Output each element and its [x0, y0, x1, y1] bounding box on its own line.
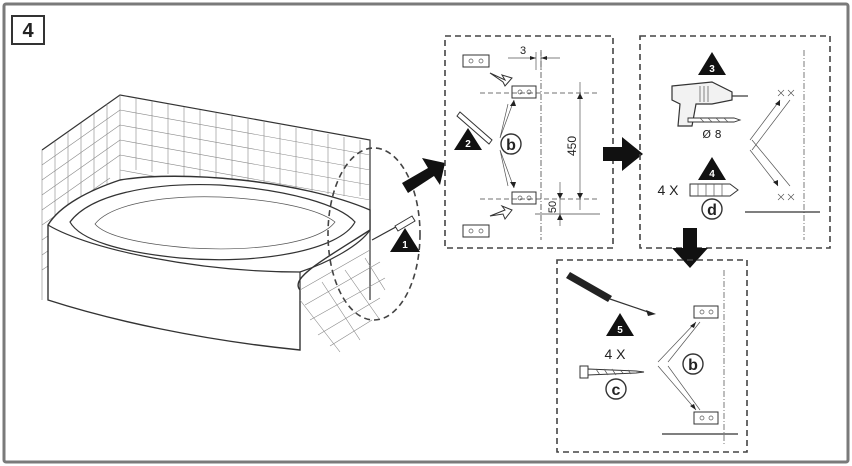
hollow-arrow-top — [489, 72, 513, 87]
dimension-bottom: 50 — [547, 201, 559, 213]
part-label-d: d — [707, 202, 717, 219]
step-number-box — [11, 15, 45, 45]
svg-text:4: 4 — [709, 169, 715, 180]
svg-text:1: 1 — [402, 240, 408, 251]
screwdriver-icon — [566, 272, 656, 316]
detail-ellipse — [327, 147, 421, 321]
bracket-upper — [511, 85, 537, 99]
svg-text:2: 2 — [465, 139, 471, 150]
bracket-sample-bottom — [462, 224, 490, 238]
bracket-fixed-upper — [693, 305, 719, 319]
bracket-lower — [511, 191, 537, 205]
screw-panel: 5 4 X c b — [566, 270, 738, 445]
part-label-b: b — [506, 137, 516, 154]
marker-5 — [606, 313, 634, 336]
part-label-c: c — [612, 382, 621, 399]
detail-panel-measure — [444, 35, 614, 249]
screw-quantity: 4 X — [604, 346, 626, 362]
marker-3 — [698, 52, 726, 75]
dowel-quantity: 4 X — [657, 182, 679, 198]
pencil-icon — [456, 111, 493, 145]
drill-icon — [671, 81, 748, 127]
dimension-offset: 3 — [520, 45, 526, 57]
wall-hole-marks — [745, 50, 820, 240]
dimension-height: 450 — [565, 136, 579, 156]
detail-panel-drill — [639, 35, 831, 249]
marker-2 — [454, 128, 482, 150]
svg-text:5: 5 — [617, 325, 623, 336]
bathtub-illustration — [41, 94, 416, 353]
part-label-b-circle — [500, 133, 522, 155]
detail-panel-screw — [556, 259, 748, 453]
drill-bit-icon — [687, 117, 742, 123]
screw-icon — [579, 365, 645, 379]
measure-panel: 3 450 50 2 b — [454, 45, 600, 240]
flow-arrow-3 — [672, 228, 708, 268]
bracket-sample-top — [462, 54, 490, 68]
part-label-b2-circle — [682, 353, 704, 375]
hollow-arrow-bottom — [489, 204, 513, 220]
tub-basin — [69, 183, 356, 261]
bracket-fixed-lower — [693, 411, 719, 425]
part-label-b2: b — [688, 357, 698, 374]
svg-text:3: 3 — [709, 64, 715, 75]
flow-arrow-1 — [402, 158, 445, 193]
part-label-c-circle — [605, 378, 627, 400]
marker-1: 1 — [390, 228, 420, 252]
marker-4 — [698, 157, 726, 180]
corner-tool-icon — [394, 215, 416, 232]
drill-panel: 3 Ø 8 4 4 X d — [657, 50, 820, 240]
step-number: 4 — [22, 20, 34, 42]
part-label-d-circle — [701, 198, 723, 220]
drill-diameter: Ø 8 — [702, 128, 721, 141]
flow-arrow-2 — [603, 137, 643, 171]
